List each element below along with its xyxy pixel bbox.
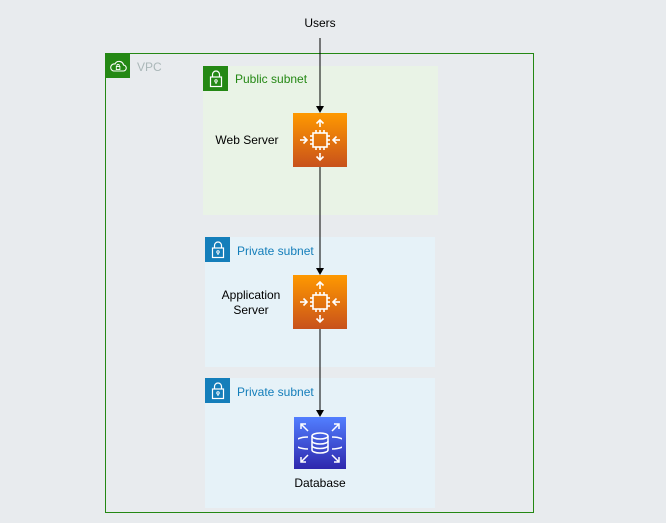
application-server-label-line1: Application <box>221 288 281 302</box>
lock-icon <box>205 237 230 262</box>
lock-icon <box>203 66 228 91</box>
rds-database-icon[interactable] <box>294 417 346 469</box>
lock-icon <box>205 378 230 403</box>
private-subnet-label: Private subnet <box>237 385 314 399</box>
users-label: Users <box>304 16 336 30</box>
database-label: Database <box>294 476 346 490</box>
web-server-label: Web Server <box>215 133 279 147</box>
vpc-label: VPC <box>137 60 162 74</box>
application-server-label-line2: Server <box>233 303 269 317</box>
public-subnet-label: Public subnet <box>235 72 308 86</box>
private-subnet-label: Private subnet <box>237 244 314 258</box>
ec2-instance-icon[interactable] <box>293 275 347 329</box>
application-server-label: Application Server <box>212 288 290 318</box>
cloud-lock-icon <box>105 53 130 78</box>
ec2-instance-icon[interactable] <box>293 113 347 167</box>
